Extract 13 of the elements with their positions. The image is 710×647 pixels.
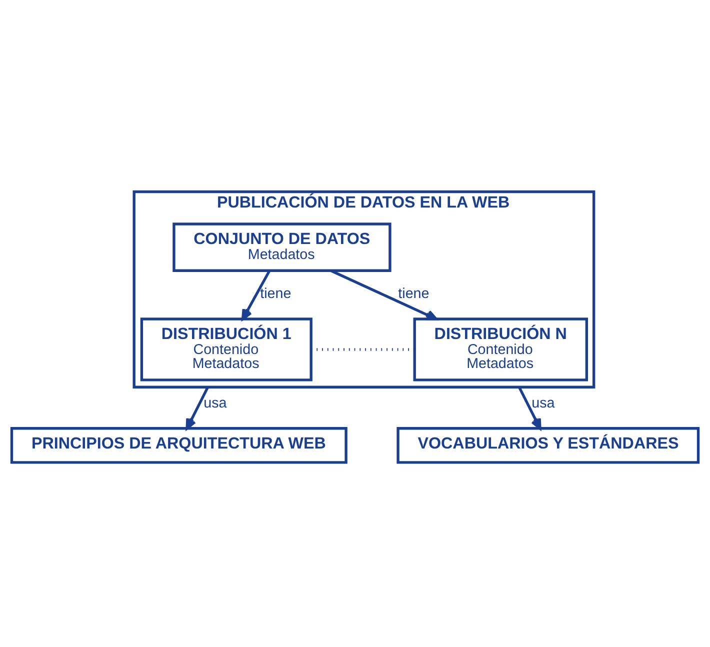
edge-label: tiene — [398, 286, 430, 302]
arrow — [241, 270, 271, 320]
edge-label: tiene — [260, 286, 292, 302]
arrow — [186, 386, 210, 430]
node-box: VOCABULARIOS Y ESTÁNDARES — [396, 427, 700, 464]
node-box: CONJUNTO DE DATOS Metadatos — [172, 222, 392, 272]
edge-label: usa — [532, 396, 555, 412]
edge-label: usa — [204, 396, 227, 412]
arrow — [330, 270, 438, 320]
node-box: DISTRIBUCIÓN 1 Contenido Metadatos — [140, 318, 312, 382]
node-box: PRINCIPIOS DE ARQUITECTURA WEB — [10, 427, 348, 464]
arrow — [518, 386, 542, 430]
node-box: DISTRIBUCIÓN N Contenido Metadatos — [413, 318, 588, 382]
